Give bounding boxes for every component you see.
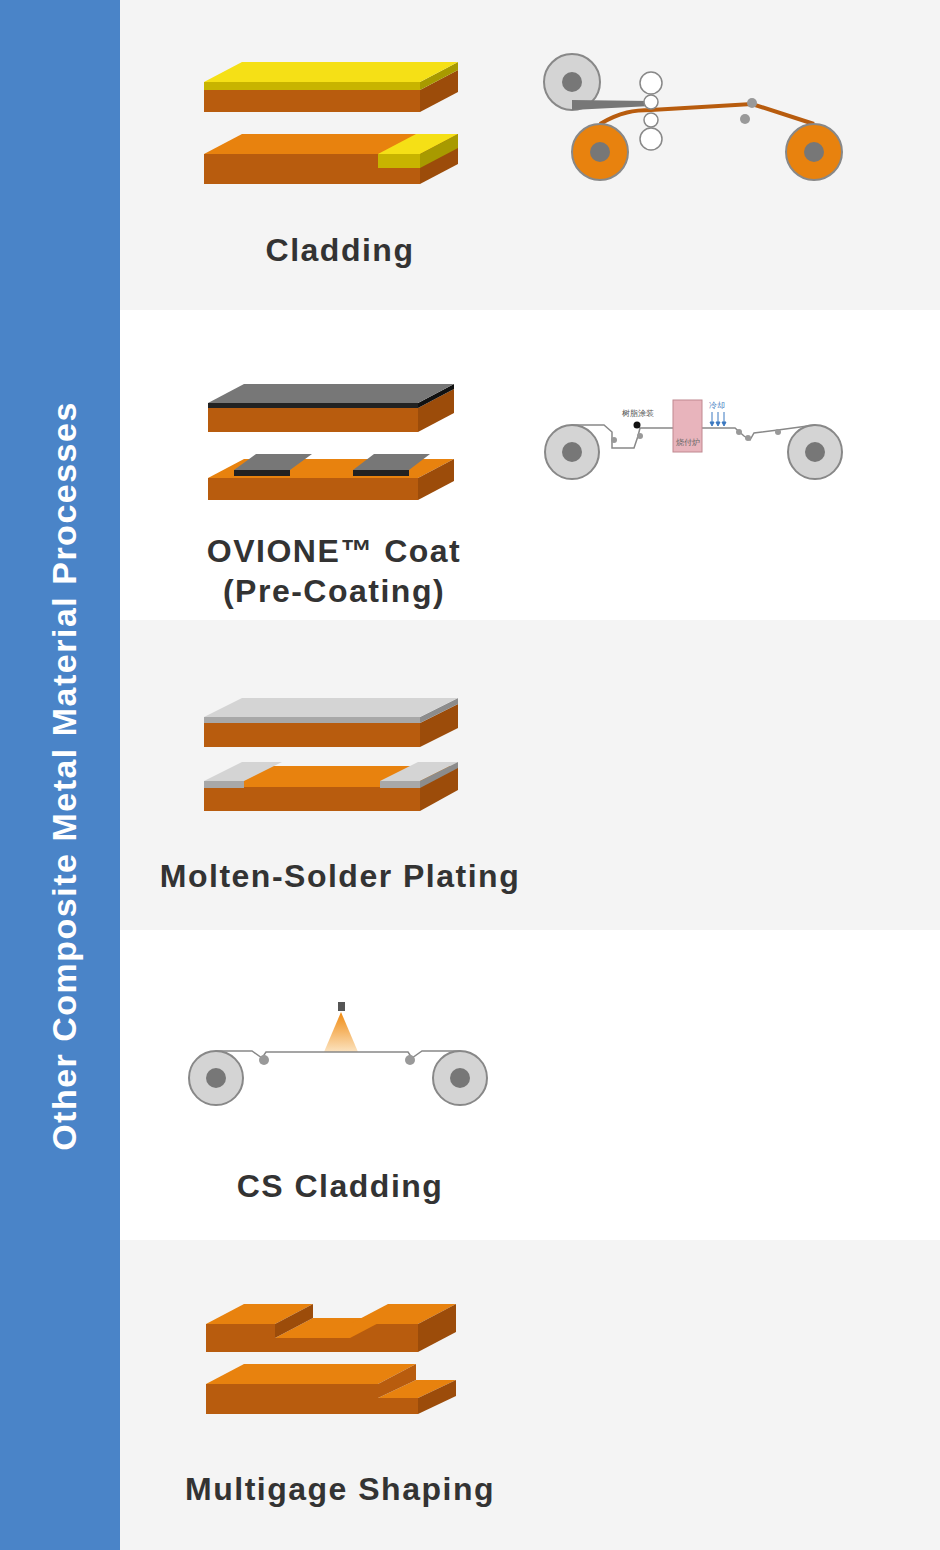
drawing-part [189, 1051, 243, 1105]
drawing-part [206, 1068, 226, 1088]
drawing-part [572, 100, 651, 110]
drawing-part [640, 128, 662, 150]
drawing-part [204, 717, 420, 723]
drawing-part [324, 1012, 358, 1052]
drawing-part [204, 781, 244, 788]
process-band: Cladding [120, 0, 940, 310]
drawing-part [736, 429, 742, 435]
cs-cladding-line [189, 1002, 487, 1105]
drawing-part [786, 124, 842, 180]
drawing-part [204, 62, 458, 82]
drawing-part [747, 98, 757, 108]
drawing-part [204, 787, 420, 811]
drawing-part [418, 459, 454, 500]
drawing-part [234, 470, 290, 476]
label-holder: 冷却 [709, 401, 725, 411]
drawing-part [722, 422, 726, 426]
drawing-part [418, 1304, 456, 1352]
multigage-slabs [206, 1304, 456, 1414]
ovione-coating-line [545, 400, 842, 479]
process-band: Molten-Solder Plating [120, 620, 940, 930]
small-label: 树脂涂装 [622, 409, 654, 419]
drawing-part [204, 698, 458, 717]
drawing-part [640, 72, 662, 94]
drawing-part [208, 408, 418, 432]
drawing-part [545, 425, 599, 479]
drawing-part [0, 0, 120, 1550]
drawing-part [644, 95, 658, 109]
process-band: CS Cladding [120, 930, 940, 1240]
drawing-part [380, 781, 420, 788]
drawing-part [775, 429, 781, 435]
drawing-part [338, 1002, 345, 1011]
drawing-part [418, 1380, 456, 1414]
drawing-part [378, 154, 420, 168]
drawing-part [204, 762, 282, 781]
drawing-part [275, 1304, 313, 1338]
drawing-part [611, 437, 617, 443]
drawing-part [590, 142, 610, 162]
drawing-part [208, 478, 418, 500]
drawing-part [562, 72, 582, 92]
drawing-part [673, 400, 702, 452]
drawing-part [204, 134, 458, 154]
drawing-part [405, 1055, 415, 1065]
process-band: OVIONE™ Coat (Pre-Coating) [120, 310, 940, 620]
small-label: 烧付炉 [676, 438, 700, 448]
drawing-part [710, 412, 726, 426]
molten-solder-slabs [204, 698, 458, 811]
cladding-roll-line [544, 54, 842, 180]
drawing-part [740, 114, 750, 124]
process-name: Cladding [90, 230, 590, 270]
drawing-part [216, 1051, 460, 1058]
drawing-part [259, 1055, 269, 1065]
drawing-part [204, 723, 420, 747]
drawing-part [644, 113, 658, 127]
drawing-part [788, 425, 842, 479]
process-name: OVIONE™ Coat (Pre-Coating) [184, 531, 484, 611]
process-name: Multigage Shaping [80, 1469, 600, 1509]
drawing-part [804, 142, 824, 162]
drawing-part [378, 1364, 416, 1398]
drawing-part [234, 454, 312, 470]
ovione-slabs [208, 384, 454, 500]
label-holder: 烧付炉 [676, 438, 700, 448]
drawing-part [562, 442, 582, 462]
drawing-part [716, 422, 720, 426]
title-holder: Other Composite Metal Material Processes [39, 276, 89, 1276]
drawing-part [572, 124, 628, 180]
drawing-part [450, 1068, 470, 1088]
cladding-slabs [204, 62, 458, 184]
drawing-part [634, 422, 641, 429]
drawing-part [745, 435, 751, 441]
small-label: 冷却 [709, 401, 725, 411]
drawing-part [204, 90, 420, 112]
drawing-part [120, 310, 940, 620]
drawing-part [353, 454, 430, 470]
drawing-part [204, 82, 420, 90]
drawing-part [208, 384, 454, 403]
process-name: CS Cladding [90, 1166, 590, 1206]
drawing-part [208, 403, 418, 408]
label-holder: 树脂涂装 [622, 409, 654, 419]
drawing-part [204, 154, 420, 184]
process-name: Molten-Solder Plating [80, 856, 600, 896]
drawing-part [120, 0, 940, 310]
vertical-title: Other Composite Metal Material Processes [39, 276, 89, 1276]
drawing-part [420, 762, 458, 788]
drawing-part [433, 1051, 487, 1105]
drawing-part [710, 422, 714, 426]
process-band: Multigage Shaping [120, 1240, 940, 1550]
drawing-part [805, 442, 825, 462]
drawing-part [600, 104, 814, 124]
drawing-part [420, 134, 458, 168]
drawing-part [637, 433, 643, 439]
drawing-part [353, 470, 409, 476]
